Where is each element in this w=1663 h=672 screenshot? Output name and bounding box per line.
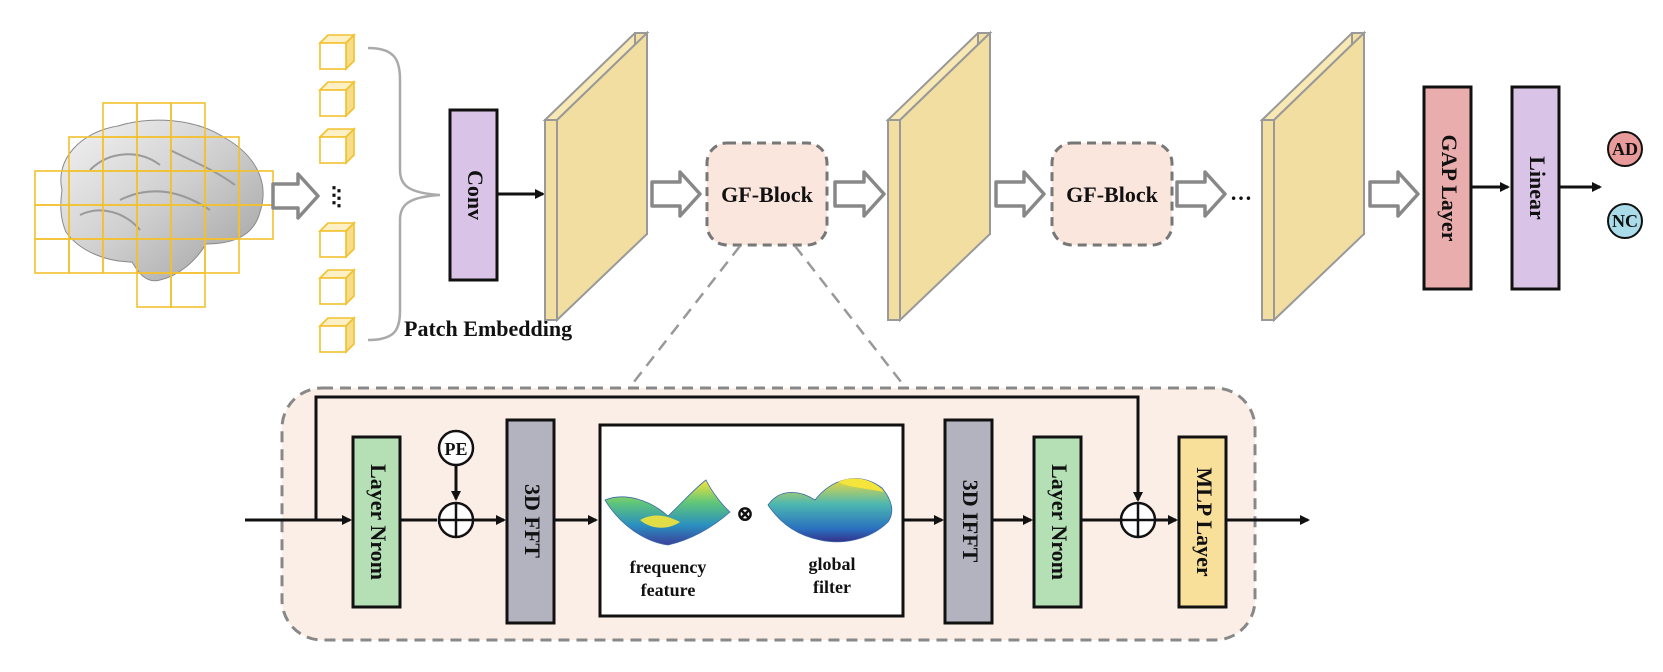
conv-label: Conv: [463, 170, 488, 220]
global-filter-surface: [767, 478, 893, 543]
fft-block: [505, 418, 556, 625]
output-nc-node: [1607, 203, 1643, 239]
hollow-arrow-icon: [1368, 170, 1420, 218]
cube-icon: [318, 221, 356, 259]
zoom-line: [629, 245, 741, 388]
gf-block: [705, 141, 829, 247]
fft-label: 3D FFT: [520, 484, 545, 558]
gf-block: [1050, 141, 1174, 247]
add-icon: [437, 501, 475, 539]
layer-norm-block: [1032, 435, 1083, 609]
gap-layer-block: [1422, 85, 1473, 291]
skip-connection: [314, 395, 1143, 520]
frequency-feature-label: feature: [641, 580, 696, 600]
ifft-block: [943, 418, 994, 625]
mlp-layer-label: MLP Layer: [1192, 467, 1217, 577]
frequency-feature-label: frequency: [630, 557, 707, 577]
curly-brace: [367, 46, 441, 342]
brain-mri-image: [60, 119, 264, 282]
feature-map: [1259, 30, 1367, 323]
global-filter-label: global: [808, 554, 855, 574]
feature-map: [542, 30, 650, 323]
cube-icon: [318, 33, 356, 71]
add-icon: [1119, 501, 1157, 539]
gf-block-label: GF-Block: [1066, 182, 1158, 207]
feature-map: [885, 30, 993, 323]
ellipsis: …: [1230, 180, 1252, 205]
gap-layer-label: GAP Layer: [1437, 135, 1462, 242]
cube-icon: [318, 127, 356, 165]
ifft-label: 3D IFFT: [958, 480, 983, 563]
output-ad-node: [1607, 131, 1643, 167]
cube-icon: [318, 80, 356, 118]
hollow-arrow-icon: [833, 170, 886, 218]
conv-block: [448, 108, 499, 282]
layer-norm-block: [351, 435, 402, 609]
gf-block-label: GF-Block: [721, 182, 813, 207]
hollow-arrow-icon: [1175, 170, 1227, 218]
zoom-line: [794, 245, 906, 388]
output-nc-label: NC: [1612, 211, 1638, 231]
hollow-arrow-icon: [994, 170, 1046, 218]
cube-ellipsis: ⋮: [328, 185, 350, 210]
layer-norm-label: Layer Nrom: [366, 464, 391, 580]
global-filter-label: filter: [813, 577, 851, 597]
cube-icon: [318, 268, 356, 306]
ellipsis-dots: ⋮: [323, 182, 345, 207]
cube-icon: [318, 316, 356, 354]
hollow-arrow-icon: [271, 172, 320, 220]
pe-label: PE: [444, 439, 467, 459]
output-ad-label: AD: [1612, 139, 1638, 159]
linear-label: Linear: [1525, 156, 1550, 220]
patch-grid: [34, 102, 274, 308]
layer-norm-label: Layer Nrom: [1047, 464, 1072, 580]
patch-cubes: [318, 33, 356, 354]
multiply-icon: ⊗: [736, 501, 754, 526]
mlp-layer-block: [1177, 435, 1228, 609]
frequency-feature-surface: [604, 479, 731, 546]
hollow-arrow-icon: [650, 170, 702, 218]
linear-block: [1510, 85, 1561, 291]
